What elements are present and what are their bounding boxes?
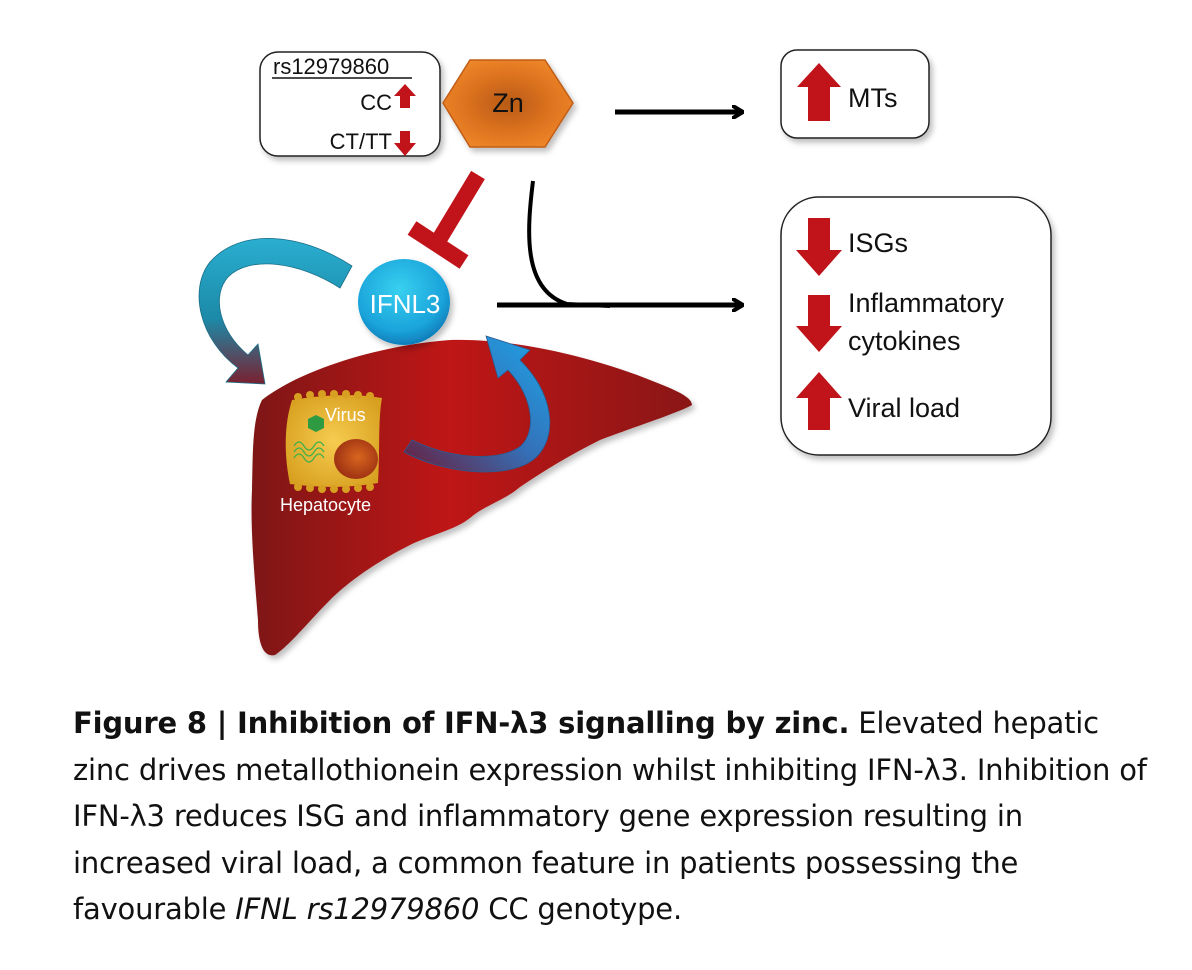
zinc-node: Zn [442, 59, 574, 148]
mts-label: MTs [848, 83, 898, 113]
nucleus [334, 439, 378, 479]
up-arrow-icon [797, 63, 841, 121]
genotype-cc-label: CC [360, 90, 392, 115]
up-arrow-icon [394, 84, 416, 108]
down-arrow-icon [796, 218, 842, 276]
effect-viral-load-label: Viral load [848, 393, 960, 423]
effect-isgs-label: ISGs [848, 228, 908, 258]
viral-rna-icon [293, 441, 325, 463]
caption-text-1: Elevated hepatic zinc drives metallothio… [73, 706, 1147, 926]
caption-text-2: CC genotype. [479, 892, 682, 926]
virus-icon [308, 415, 324, 432]
figure-caption: Figure 8 | Inhibition of IFN-λ3 signalli… [73, 700, 1163, 933]
caption-italic: IFNL rs12979860 [235, 892, 480, 926]
zn-modulation-curve [527, 180, 611, 308]
effect-inflammatory-label-2: cytokines [848, 326, 961, 356]
caption-label: Figure 8 | Inhibition of IFN-λ3 signalli… [73, 706, 850, 740]
virus-label: Virus [325, 405, 366, 425]
hepatocyte-to-ifnl3-curved-arrow [403, 335, 551, 473]
genotype-box: rs12979860 CC CT/TT [259, 51, 441, 157]
hepatocyte-label: Hepatocyte [280, 495, 371, 515]
ifnl3-label: IFNL3 [370, 289, 441, 319]
figure-diagram: rs12979860 CC CT/TT Zn MTs [198, 49, 1052, 656]
ifnl3-node: IFNL3 [358, 259, 450, 345]
ifnl3-to-liver-curved-arrow [198, 238, 353, 385]
down-arrow-icon [796, 295, 842, 352]
hepatocyte: Virus Hepatocyte [280, 390, 382, 515]
effect-inflammatory-label-1: Inflammatory [848, 288, 1005, 318]
effects-box: ISGs Inflammatory cytokines Viral load [780, 196, 1052, 456]
mts-box: MTs [780, 49, 930, 139]
up-arrow-icon [796, 372, 842, 430]
down-arrow-icon [394, 131, 416, 156]
zinc-label: Zn [492, 88, 524, 118]
zn-inhibits-ifnl3 [407, 170, 485, 269]
genotype-title: rs12979860 [273, 54, 389, 79]
genotype-ct-tt-label: CT/TT [330, 129, 392, 154]
